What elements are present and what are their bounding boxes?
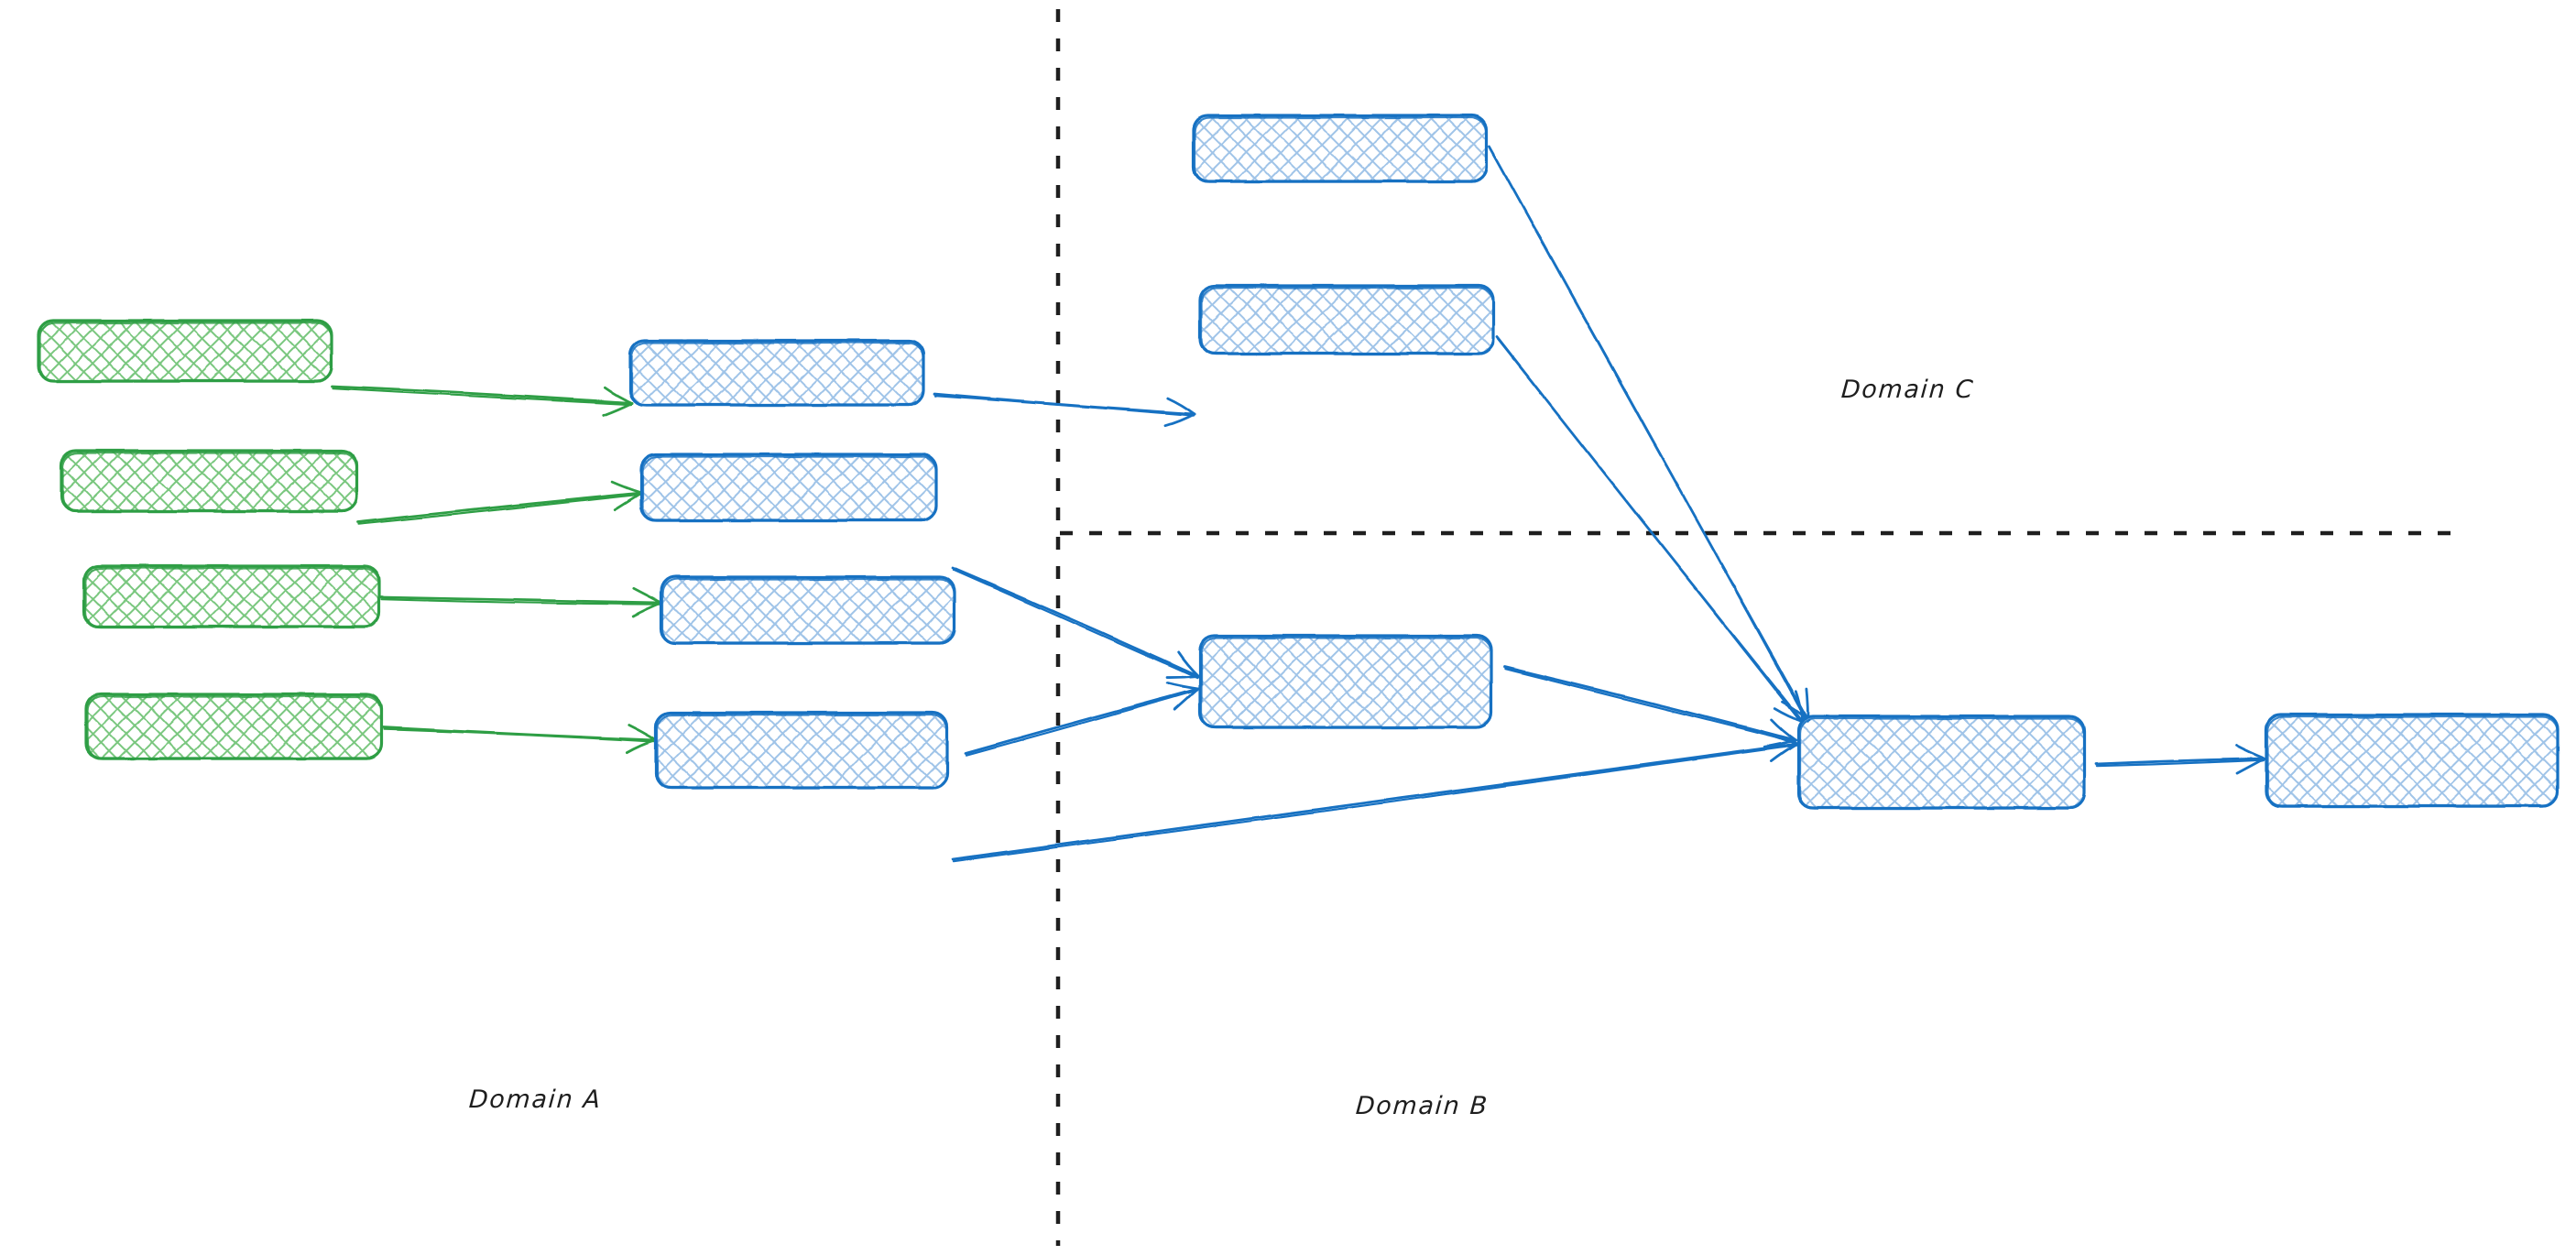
node-fill [86, 694, 381, 758]
node-outline-second-pass [1200, 287, 1494, 355]
node-fill [1194, 115, 1487, 181]
edge-m4-to-c1 [951, 732, 1799, 863]
node-a4[interactable] [84, 693, 383, 760]
node-outline-second-pass [1798, 717, 2085, 810]
edge-c1-to-c2 [2094, 744, 2266, 775]
node-outline-second-pass [61, 452, 357, 513]
node-m2[interactable] [639, 453, 938, 522]
edges-layer [330, 145, 2266, 863]
domain-dividers [1055, 9, 2451, 1246]
node-a3[interactable] [82, 564, 381, 628]
node-a2[interactable] [60, 449, 358, 513]
node-outline-second-pass [84, 567, 380, 628]
label-domain-b: Domain B [1354, 1092, 1490, 1120]
node-outline-second-pass [1194, 116, 1488, 183]
edge-a4-to-m4 [381, 724, 658, 755]
node-fill [61, 451, 356, 511]
edge-b1-to-c1 [1488, 145, 1810, 723]
node-a1[interactable] [37, 319, 333, 383]
node-m3[interactable] [660, 575, 956, 645]
node-b3[interactable] [1198, 634, 1493, 729]
node-outline-second-pass [1200, 637, 1492, 729]
node-c1[interactable] [1796, 715, 2086, 810]
node-fill [38, 321, 332, 381]
node-fill [84, 566, 379, 627]
node-fill [641, 454, 936, 520]
label-domain-c: Domain C [1839, 376, 1976, 404]
node-outline-second-pass [661, 578, 955, 645]
edge-a1-to-m1 [330, 385, 634, 417]
node-m1[interactable] [628, 339, 925, 407]
node-fill [1200, 286, 1493, 354]
node-fill [661, 577, 955, 643]
edge-a2-to-m2 [355, 480, 643, 526]
edge-b2-to-c1 [1495, 335, 1805, 725]
nodes-layer [37, 114, 2560, 810]
node-b2[interactable] [1198, 284, 1495, 355]
node-outline-second-pass [641, 455, 937, 522]
label-domain-a: Domain A [467, 1086, 603, 1114]
edge-m3-to-b3 [964, 682, 1200, 757]
node-fill [656, 713, 947, 788]
edge-m2-to-b3 [951, 566, 1200, 679]
node-outline-second-pass [86, 695, 382, 760]
node-outline-second-pass [2266, 715, 2559, 808]
edge-a3-to-m3 [379, 586, 663, 617]
node-fill [1200, 636, 1491, 727]
node-c2[interactable] [2265, 713, 2560, 808]
edge-m1-to-b2 [933, 392, 1196, 428]
node-outline-second-pass [656, 714, 948, 790]
node-fill [630, 341, 923, 405]
edge-b3-to-c1 [1502, 665, 1797, 748]
node-fill [1798, 716, 2084, 808]
node-outline-second-pass [630, 342, 924, 407]
node-b1[interactable] [1192, 114, 1489, 183]
node-fill [2266, 715, 2558, 806]
node-outline-second-pass [38, 322, 333, 383]
node-m4[interactable] [654, 711, 949, 790]
